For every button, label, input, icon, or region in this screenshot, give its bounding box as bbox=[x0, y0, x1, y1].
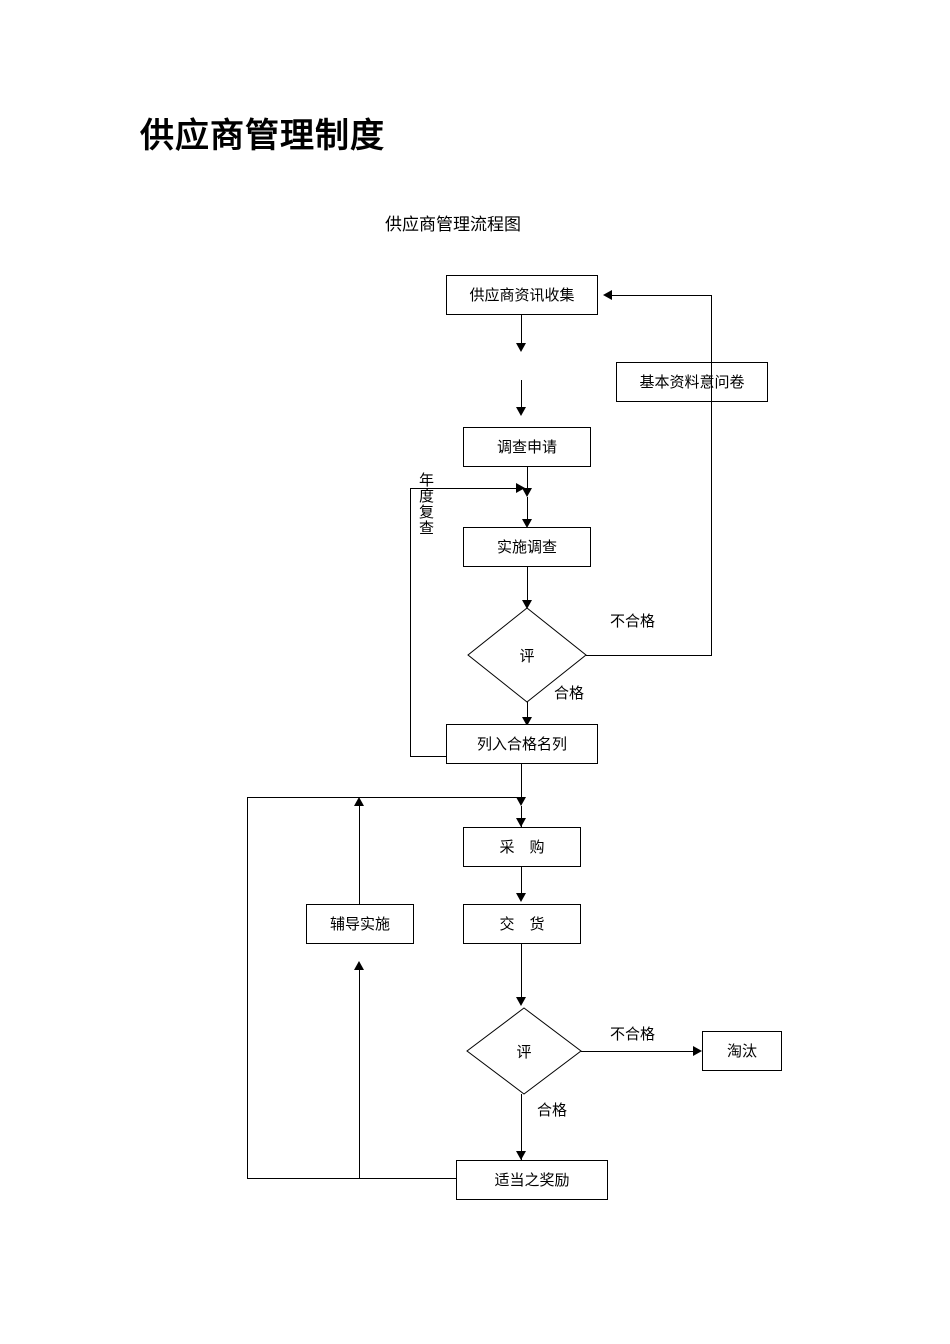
edge-coaching-up bbox=[359, 806, 360, 904]
node-label: 交 货 bbox=[499, 914, 545, 933]
arrowhead-n3-n4 bbox=[522, 488, 532, 497]
arrowhead-n6-purchase bbox=[516, 797, 526, 806]
node-label: 辅导实施 bbox=[329, 914, 390, 933]
node-survey-application: 调查申请 bbox=[463, 427, 591, 467]
arrowhead-reject-return bbox=[603, 290, 612, 300]
node-label: 评 bbox=[519, 646, 535, 665]
node-label: 采 购 bbox=[499, 837, 545, 856]
edge-label-reject-1: 不合格 bbox=[610, 612, 656, 630]
node-label: 调查申请 bbox=[496, 437, 557, 456]
edge-purchase-delivery bbox=[521, 867, 522, 894]
node-delivery: 交 货 bbox=[463, 904, 581, 944]
edge-d2-reject bbox=[581, 1051, 694, 1052]
arrowhead-delivery-d2 bbox=[516, 997, 526, 1006]
node-label: 适当之奖励 bbox=[494, 1170, 570, 1189]
node-label: 淘汰 bbox=[726, 1041, 757, 1060]
edge-d1-reject bbox=[586, 655, 712, 656]
arrowhead-purchase-delivery bbox=[516, 893, 526, 902]
edge-n6-down bbox=[521, 764, 522, 797]
arrowhead-n4-d1 bbox=[522, 600, 532, 609]
arrowhead-n1-n3-b bbox=[516, 407, 526, 416]
edge-n3-n4 bbox=[527, 467, 528, 489]
node-conduct-survey: 实施调查 bbox=[463, 527, 591, 567]
node-label: 实施调查 bbox=[496, 537, 557, 556]
edge-n1-n3-b bbox=[521, 380, 522, 408]
edge-reward-left-vertical bbox=[247, 797, 248, 1179]
arrowhead-d2-reject bbox=[693, 1046, 702, 1056]
edge-n3-n4-b bbox=[527, 497, 528, 520]
node-appropriate-reward: 适当之奖励 bbox=[456, 1160, 608, 1200]
page-title: 供应商管理制度 bbox=[140, 116, 385, 156]
edge-d1-pass bbox=[527, 702, 528, 718]
node-eliminate: 淘汰 bbox=[702, 1031, 782, 1071]
arrowhead-coaching-up bbox=[354, 797, 364, 806]
arrowhead-d2-pass bbox=[516, 1151, 526, 1160]
edge-reward-left bbox=[247, 1178, 457, 1179]
edge-annual-review-vertical bbox=[410, 488, 411, 756]
node-label: 列入合格名列 bbox=[476, 734, 567, 753]
edge-reject-return-vertical bbox=[711, 295, 712, 655]
edge-annual-review-horizontal-bottom bbox=[410, 756, 446, 757]
node-basic-data-questionnaire: 基本资料意问卷 bbox=[616, 362, 768, 402]
arrowhead-n1-n3-a bbox=[516, 343, 526, 352]
edge-label-pass-1: 合格 bbox=[554, 684, 585, 702]
edge-n1-n3 bbox=[521, 315, 522, 344]
node-label: 评 bbox=[516, 1042, 532, 1061]
edge-label-annual-review: 年度复查 bbox=[417, 472, 435, 536]
edge-label-reject-2: 不合格 bbox=[610, 1025, 656, 1043]
arrowhead-purchase-entry bbox=[516, 818, 526, 827]
edge-delivery-d2 bbox=[521, 944, 522, 1000]
edge-n4-d1 bbox=[527, 567, 528, 604]
arrowhead-reward-to-coaching bbox=[354, 961, 364, 970]
node-label: 基本资料意问卷 bbox=[639, 372, 745, 391]
node-evaluation-2: 评 bbox=[466, 1007, 582, 1095]
edge-d2-pass bbox=[521, 1094, 522, 1161]
edge-reject-return-horizontal bbox=[612, 295, 712, 296]
node-supplier-info-collection: 供应商资讯收集 bbox=[446, 275, 598, 315]
edge-merge-bar-to-purchase bbox=[247, 797, 522, 798]
arrowhead-annual-review bbox=[516, 483, 525, 493]
node-coaching-implementation: 辅导实施 bbox=[306, 904, 414, 944]
edge-reward-to-coaching bbox=[359, 970, 360, 1178]
arrowhead-d1-pass bbox=[522, 717, 532, 726]
edge-label-pass-2: 合格 bbox=[537, 1101, 568, 1119]
arrowhead-n3-n4-b bbox=[522, 519, 532, 528]
node-add-to-qualified-list: 列入合格名列 bbox=[446, 724, 598, 764]
edge-annual-review-horizontal-top bbox=[410, 488, 517, 489]
diagram-title: 供应商管理流程图 bbox=[385, 215, 521, 235]
edge-purchase-entry bbox=[521, 806, 522, 827]
node-purchase: 采 购 bbox=[463, 827, 581, 867]
node-label: 供应商资讯收集 bbox=[469, 285, 575, 304]
